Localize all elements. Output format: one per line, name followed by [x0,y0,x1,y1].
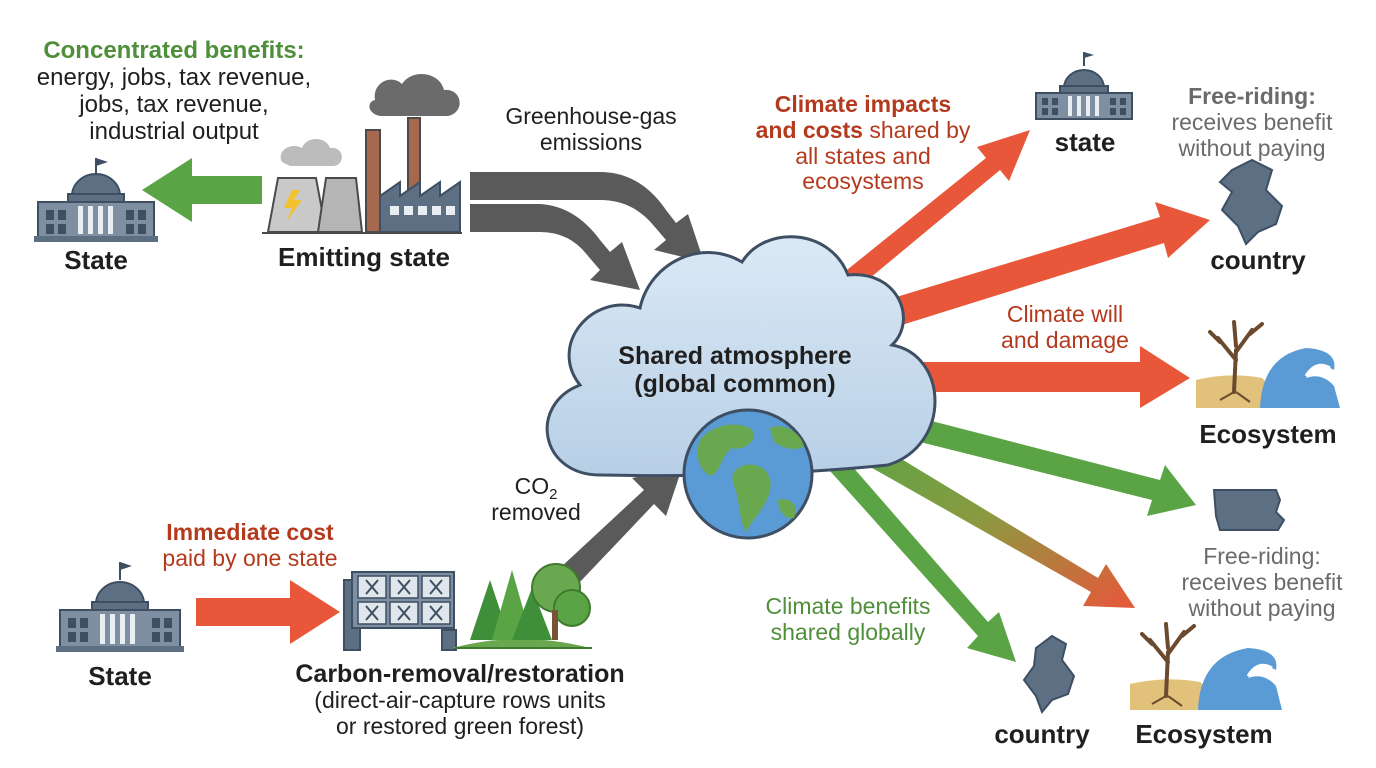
free-riding-line-2: receives benefit [1171,108,1333,135]
arrow-mixed-to-ecosystem [858,440,1135,608]
ecosystem-label-bottom: Ecosystem [1135,719,1273,749]
state-building-icon-right [1035,52,1133,120]
removal-line-2: (direct-air-capture rows units [314,687,606,713]
state-label-top-left: State [64,245,128,275]
cloud-icon [545,235,937,478]
carbon-removal-label: Carbon-removal/restoration (direct-air-c… [280,660,640,740]
globe-icon [682,408,814,540]
shared-atmosphere-label: Shared atmosphere (global common) [600,342,870,398]
free-riding-line-3: without paying [1178,134,1326,161]
impacts-bold-2: and costs [755,116,863,143]
impacts-line-4: ecosystems [802,168,924,195]
state-building-icon [34,158,158,242]
free-riding2-line-2: receives benefit [1181,568,1343,595]
free-riding2-line-1: Free-riding: [1203,543,1321,569]
state-label-bottom-left: State [88,661,152,691]
impacts-line-2: and costs shared by [748,116,978,144]
will-line-1: Climate will [1006,301,1124,327]
free-riding-label-2: Free-riding: receives benefit without pa… [1162,543,1362,621]
arrow-co2-removed [560,468,682,584]
cost-line-2: paid by one state [162,544,338,571]
ecosystem-icon-bottom [1130,622,1282,710]
impacts-rest: shared by [869,116,971,143]
co2-subscript: 2 [549,486,558,504]
arrow-emissions-lower [470,204,640,290]
factory-icon [262,73,462,234]
impacts-bold-1: Climate impacts [774,91,952,117]
ecosystem-label: Ecosystem [1199,419,1337,449]
center-line-2: (global common) [634,370,836,398]
direct-air-capture-icon [343,571,457,651]
emitting-state-label: Emitting state [278,242,450,272]
arrow-impact-to-country [870,202,1210,333]
benefits-line-2: shared globally [770,618,926,645]
arrow-immediate-cost [196,580,340,644]
arrow-benefit-to-country [822,450,1016,662]
removal-title: Carbon-removal/restoration [295,660,625,688]
co2-line-1: CO2 [486,473,586,504]
country-label: country [1210,245,1306,275]
emissions-line-2: emissions [539,128,643,155]
cost-title: Immediate cost [166,519,334,545]
state-building-icon-bottom [56,562,184,652]
territory-icon [1212,489,1286,531]
country-icon [1218,158,1284,246]
emissions-line-1: Greenhouse-gas [505,103,677,129]
free-riding-label: Free-riding: receives benefit without pa… [1152,83,1352,161]
country-icon-bottom [1022,634,1076,714]
arrow-benefit-to-free-rider [912,418,1196,516]
country-label-bottom: country [994,719,1090,749]
benefits-line-1: Climate benefits [765,593,931,619]
benefit-line-2: jobs, tax revenue, [79,90,269,118]
center-line-1: Shared atmosphere [618,342,852,370]
emissions-label: Greenhouse-gas emissions [486,103,696,156]
arrow-impact-to-state [832,130,1030,298]
arrow-emissions-upper [470,172,704,262]
free-riding-title: Free-riding: [1188,83,1316,109]
co2-prefix: CO [514,473,550,499]
climate-benefits-label: Climate benefits shared globally [748,593,948,646]
immediate-cost-label: Immediate cost paid by one state [150,519,350,572]
impacts-line-3: all states and [795,142,931,169]
benefit-title: Concentrated benefits: [43,37,305,64]
co2-removed-label: CO2 removed [486,473,586,526]
forest-icon [452,563,592,649]
ecosystem-icon [1196,320,1340,408]
concentrated-benefits-label: Concentrated benefits: energy, jobs, tax… [24,37,324,146]
co2-line-2: removed [491,498,581,525]
arrow-concentrated-benefits [142,158,262,222]
benefit-line-1: energy, jobs, tax revenue, [36,63,312,91]
benefit-line-3: industrial output [89,117,259,145]
arrow-impact-to-ecosystem [900,346,1190,408]
will-line-2: and damage [1001,326,1129,353]
climate-impacts-label: Climate impacts and costs shared by all … [748,91,978,195]
climate-will-label: Climate will and damage [980,301,1150,354]
state-label-right: state [1054,127,1116,157]
removal-line-3: or restored green forest) [335,712,584,739]
free-riding2-line-3: without paying [1188,594,1336,621]
